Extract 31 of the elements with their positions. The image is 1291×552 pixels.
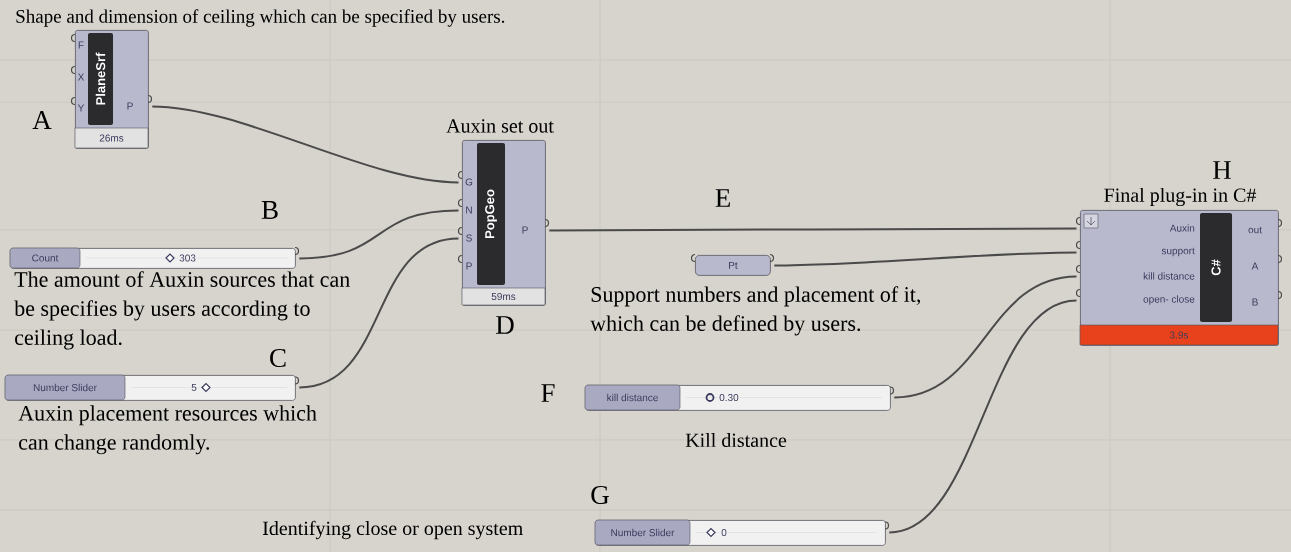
wire	[151, 105, 460, 184]
parameter-block: Pt	[690, 253, 775, 276]
annotation-text: The amount of Auxin sources that can be specifies by users according to ceiling load.	[14, 271, 350, 350]
letter-label: H	[1213, 161, 1231, 179]
letter-label: F	[541, 384, 555, 402]
annotation-text: Shape and dimension of ceiling which can be specified by users.	[16, 9, 505, 27]
slider: kill distance 0.30	[584, 384, 895, 411]
letter-label: A	[32, 111, 52, 129]
annotation-text: Final plug-in in C#	[1104, 187, 1257, 207]
letter-label: C	[270, 348, 286, 368]
letter-label: G	[591, 485, 609, 505]
letter-label: D	[496, 316, 514, 334]
component-block: C# Auxin support kill distance open- close out A B 3.9s	[1075, 210, 1283, 346]
annotation-text: Auxin set out	[446, 119, 554, 133]
annotation-text: Auxin placement resources which can change randomly.	[18, 405, 317, 455]
wire	[298, 237, 460, 389]
wire	[548, 227, 1078, 232]
wire	[298, 209, 460, 260]
letter-label: E	[715, 189, 730, 207]
wire	[893, 275, 1078, 399]
wire	[888, 299, 1078, 534]
slider: Number Slider 5	[4, 374, 300, 401]
wire	[773, 251, 1078, 267]
component-block: PopGeo G N S P P 59ms	[457, 140, 550, 306]
slider: Number Slider 0	[594, 519, 890, 546]
annotation-text: Identifying close or open system	[262, 520, 523, 540]
letter-label: B	[261, 201, 278, 219]
slider: Count 303	[9, 246, 300, 269]
component-block: PlaneSrf F X Y P 26ms	[70, 30, 153, 149]
annotation-text: Support numbers and placement of it, which can be defined by users.	[590, 286, 920, 336]
annotation-text: Kill distance	[685, 432, 787, 448]
